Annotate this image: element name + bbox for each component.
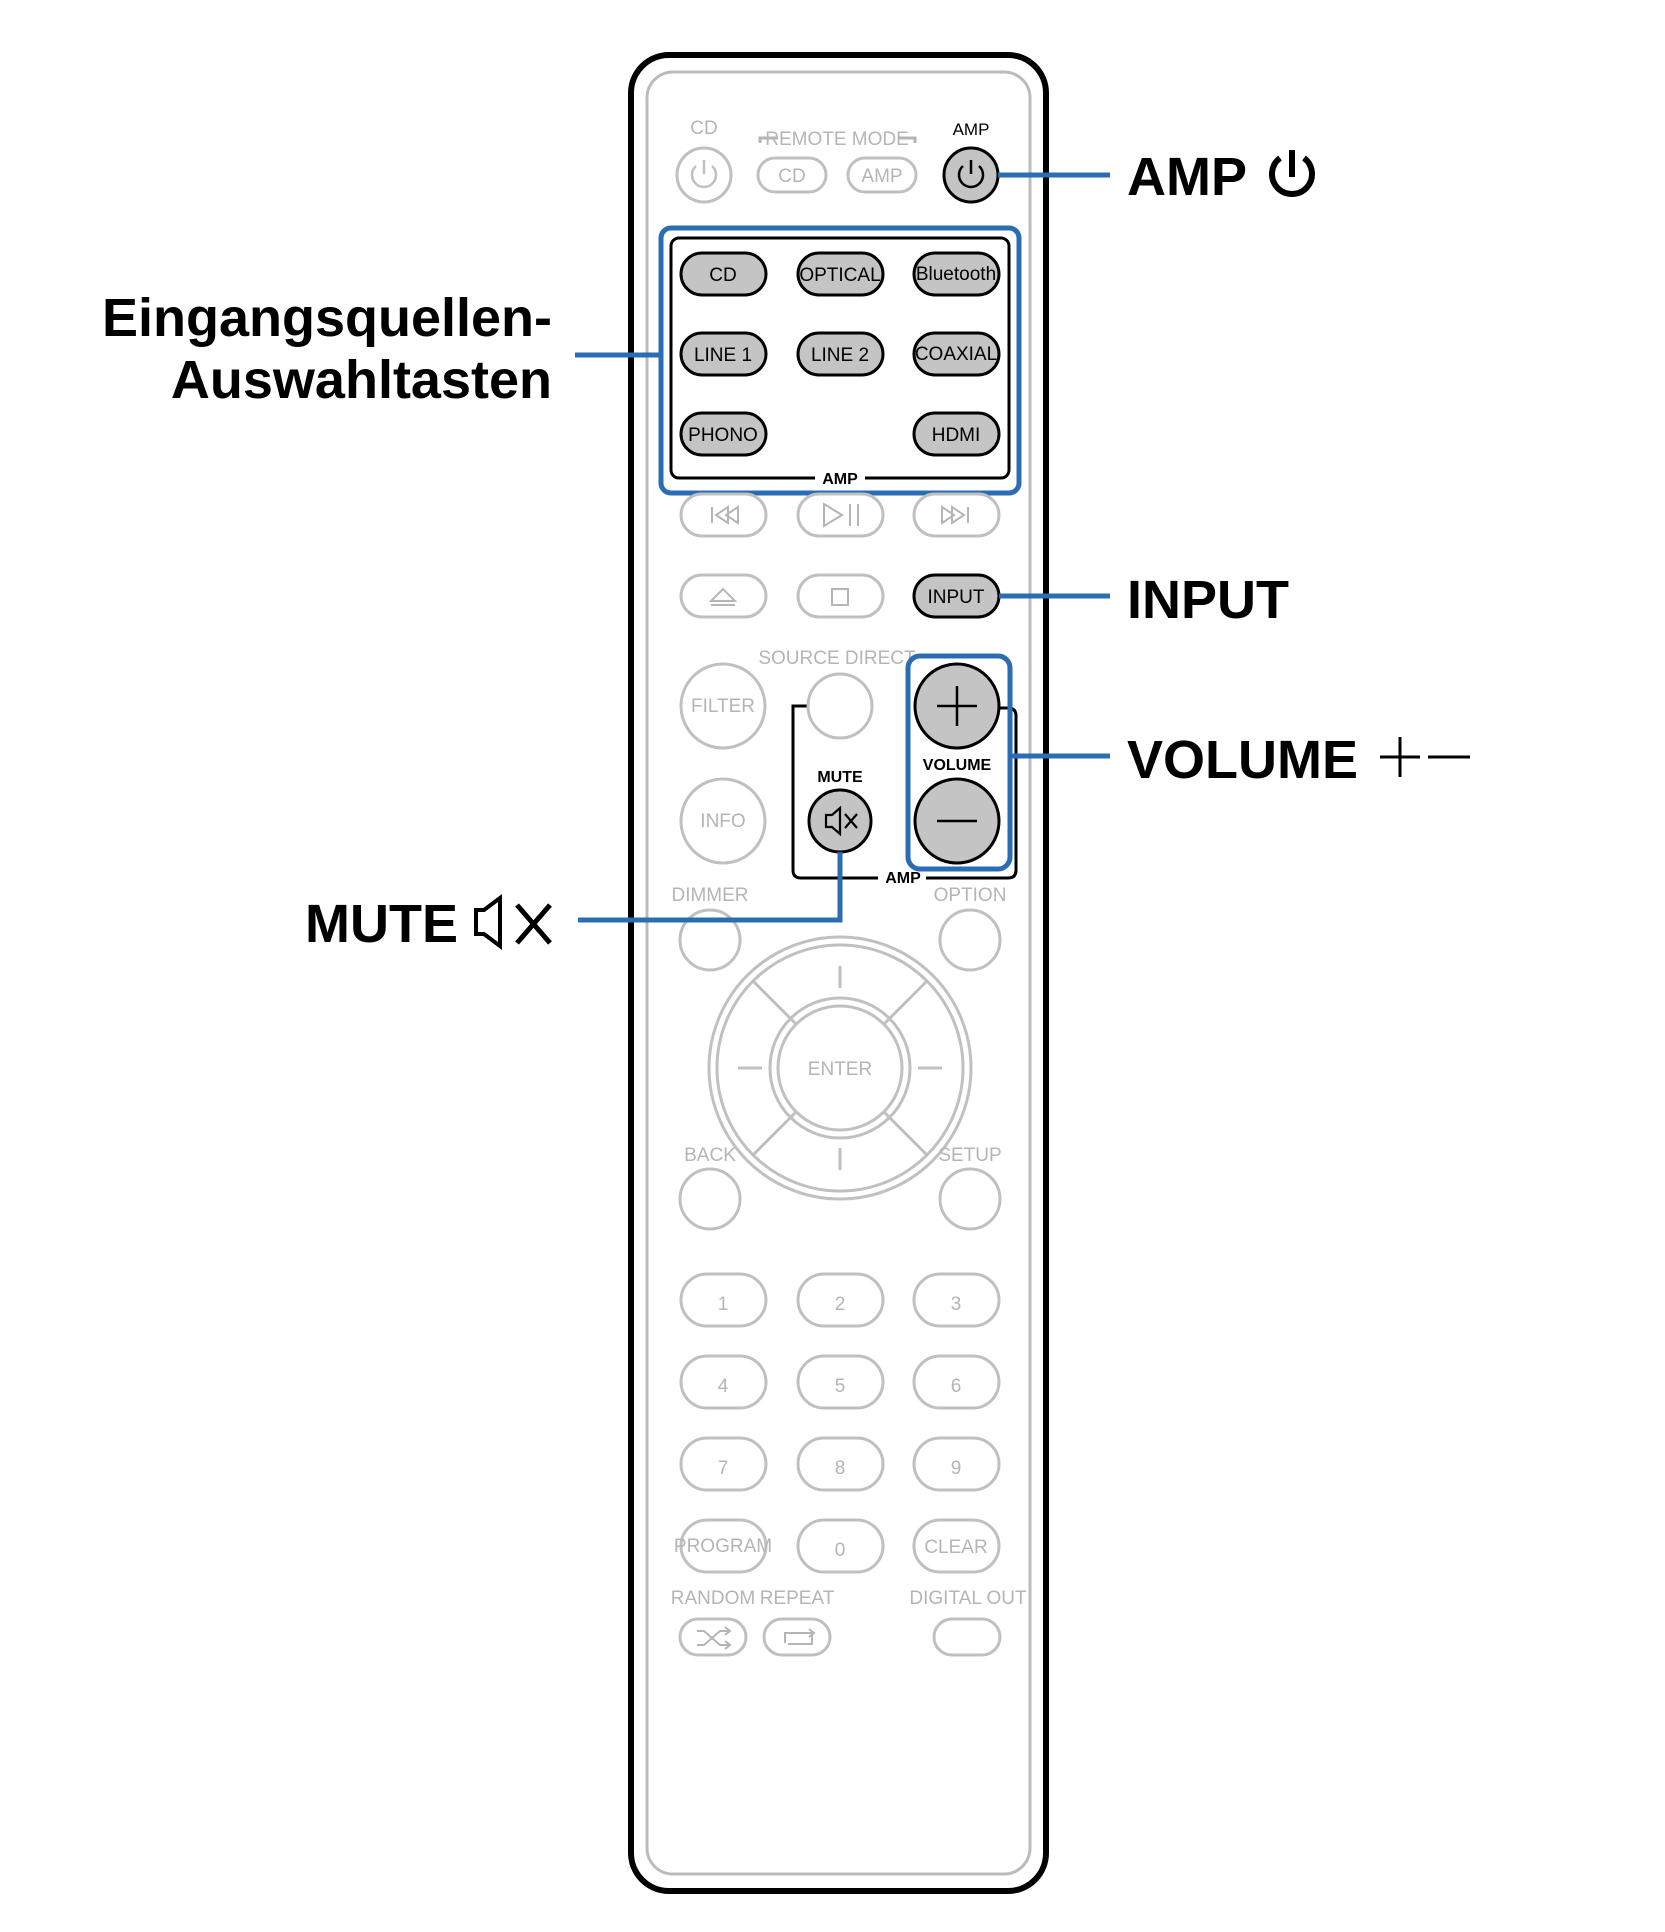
remote-mode-cd-button[interactable]: CD xyxy=(756,156,828,194)
svg-text:PHONO: PHONO xyxy=(688,425,758,446)
eject-button[interactable] xyxy=(679,573,768,619)
next-track-button[interactable] xyxy=(912,492,1001,538)
svg-text:1: 1 xyxy=(718,1294,729,1315)
svg-text:INPUT: INPUT xyxy=(928,587,985,608)
source-button-cd[interactable]: CD xyxy=(679,251,768,297)
remote-mode-amp-button[interactable]: AMP xyxy=(846,156,918,194)
svg-text:4: 4 xyxy=(718,1376,729,1397)
source-button-line1[interactable]: LINE 1 xyxy=(679,331,768,377)
svg-text:INFO: INFO xyxy=(700,811,745,832)
svg-text:3: 3 xyxy=(951,1294,962,1315)
repeat-button[interactable] xyxy=(762,1617,832,1657)
remote-body-inner xyxy=(645,70,1032,1876)
random-button[interactable] xyxy=(678,1617,748,1657)
option-button[interactable] xyxy=(938,908,1002,972)
volume-highlight xyxy=(905,653,1013,872)
svg-text:AMP: AMP xyxy=(861,166,902,187)
label-remote-mode: REMOTE MODE xyxy=(765,129,909,150)
clear-button[interactable]: CLEAR xyxy=(912,1518,1001,1574)
stop-button[interactable] xyxy=(796,573,885,619)
number-button-2[interactable]: 2 xyxy=(796,1272,885,1328)
svg-text:7: 7 xyxy=(718,1458,729,1479)
number-button-8[interactable]: 8 xyxy=(796,1436,885,1492)
label-digital-out: DIGITAL OUT xyxy=(909,1588,1027,1609)
svg-text:9: 9 xyxy=(951,1458,962,1479)
source-button-phono[interactable]: PHONO xyxy=(679,411,768,457)
power-icon xyxy=(1269,150,1315,197)
svg-text:HDMI: HDMI xyxy=(932,425,981,446)
number-button-0[interactable]: 0 xyxy=(796,1518,885,1574)
previous-track-button[interactable] xyxy=(679,492,768,538)
svg-text:PROGRAM: PROGRAM xyxy=(674,1536,772,1557)
number-button-1[interactable]: 1 xyxy=(679,1272,768,1328)
label-mute: MUTE xyxy=(817,769,863,786)
svg-text:COAXIAL: COAXIAL xyxy=(915,344,997,365)
source-button-hdmi[interactable]: HDMI xyxy=(912,411,1001,457)
svg-text:CLEAR: CLEAR xyxy=(924,1537,987,1558)
dimmer-button[interactable] xyxy=(678,908,742,972)
info-button[interactable]: INFO xyxy=(679,777,767,865)
svg-text:FILTER: FILTER xyxy=(691,696,755,717)
svg-text:5: 5 xyxy=(835,1376,846,1397)
callout-source-line2: Auswahltasten xyxy=(171,350,552,410)
label-dimmer: DIMMER xyxy=(671,885,748,906)
volume-group-amp-label: AMP xyxy=(885,870,921,887)
source-button-optical[interactable]: OPTICAL xyxy=(796,251,885,297)
mute-button[interactable] xyxy=(807,788,873,854)
label-repeat: REPEAT xyxy=(760,1588,835,1609)
setup-button[interactable] xyxy=(938,1167,1002,1231)
label-amp-top: AMP xyxy=(953,120,990,139)
digital-out-button[interactable] xyxy=(932,1617,1002,1657)
label-cd-top: CD xyxy=(690,118,717,139)
svg-text:2: 2 xyxy=(835,1294,846,1315)
number-button-6[interactable]: 6 xyxy=(912,1354,1001,1410)
callout-volume: VOLUME xyxy=(1127,730,1358,790)
label-setup: SETUP xyxy=(938,1145,1001,1166)
label-back: BACK xyxy=(684,1145,736,1166)
svg-text:LINE 1: LINE 1 xyxy=(694,345,752,366)
mute-leader-line xyxy=(578,852,843,923)
enter-button[interactable]: ENTER xyxy=(776,1004,904,1132)
number-button-5[interactable]: 5 xyxy=(796,1354,885,1410)
callout-input: INPUT xyxy=(1127,570,1289,630)
svg-text:CD: CD xyxy=(778,166,805,187)
amp-power-button[interactable] xyxy=(942,146,1000,204)
source-direct-button[interactable] xyxy=(806,672,874,740)
volume-up-button[interactable] xyxy=(913,662,1001,750)
input-button[interactable]: INPUT xyxy=(912,573,1001,619)
number-button-4[interactable]: 4 xyxy=(679,1354,768,1410)
callout-source-line1: Eingangsquellen- xyxy=(102,288,552,348)
svg-text:6: 6 xyxy=(951,1376,962,1397)
number-button-7[interactable]: 7 xyxy=(679,1436,768,1492)
remote-mode-bracket xyxy=(758,136,917,143)
label-random: RANDOM xyxy=(671,1588,755,1609)
number-button-9[interactable]: 9 xyxy=(912,1436,1001,1492)
play-pause-button[interactable] xyxy=(796,492,885,538)
program-button[interactable]: PROGRAM xyxy=(674,1518,772,1574)
callout-mute: MUTE xyxy=(305,894,458,954)
source-button-bluetooth[interactable]: Bluetooth xyxy=(912,251,1001,297)
source-button-coaxial[interactable]: COAXIAL xyxy=(912,331,1001,377)
volume-down-button[interactable] xyxy=(913,777,1001,865)
source-button-line2[interactable]: LINE 2 xyxy=(796,331,885,377)
label-source-direct: SOURCE DIRECT xyxy=(758,648,916,669)
svg-text:Bluetooth: Bluetooth xyxy=(916,264,996,285)
svg-text:ENTER: ENTER xyxy=(808,1059,872,1080)
callout-amp: AMP xyxy=(1127,147,1247,207)
svg-text:8: 8 xyxy=(835,1458,846,1479)
source-group-amp-label: AMP xyxy=(822,471,858,488)
mute-icon xyxy=(474,894,552,950)
label-volume: VOLUME xyxy=(923,757,992,774)
svg-text:0: 0 xyxy=(835,1540,846,1561)
label-option: OPTION xyxy=(934,885,1007,906)
cd-power-button[interactable] xyxy=(675,146,733,204)
svg-text:LINE 2: LINE 2 xyxy=(811,345,869,366)
filter-button[interactable]: FILTER xyxy=(679,662,767,750)
number-button-3[interactable]: 3 xyxy=(912,1272,1001,1328)
back-button[interactable] xyxy=(678,1167,742,1231)
plus-icon xyxy=(1380,737,1420,777)
svg-text:OPTICAL: OPTICAL xyxy=(799,265,880,286)
svg-text:CD: CD xyxy=(709,265,736,286)
